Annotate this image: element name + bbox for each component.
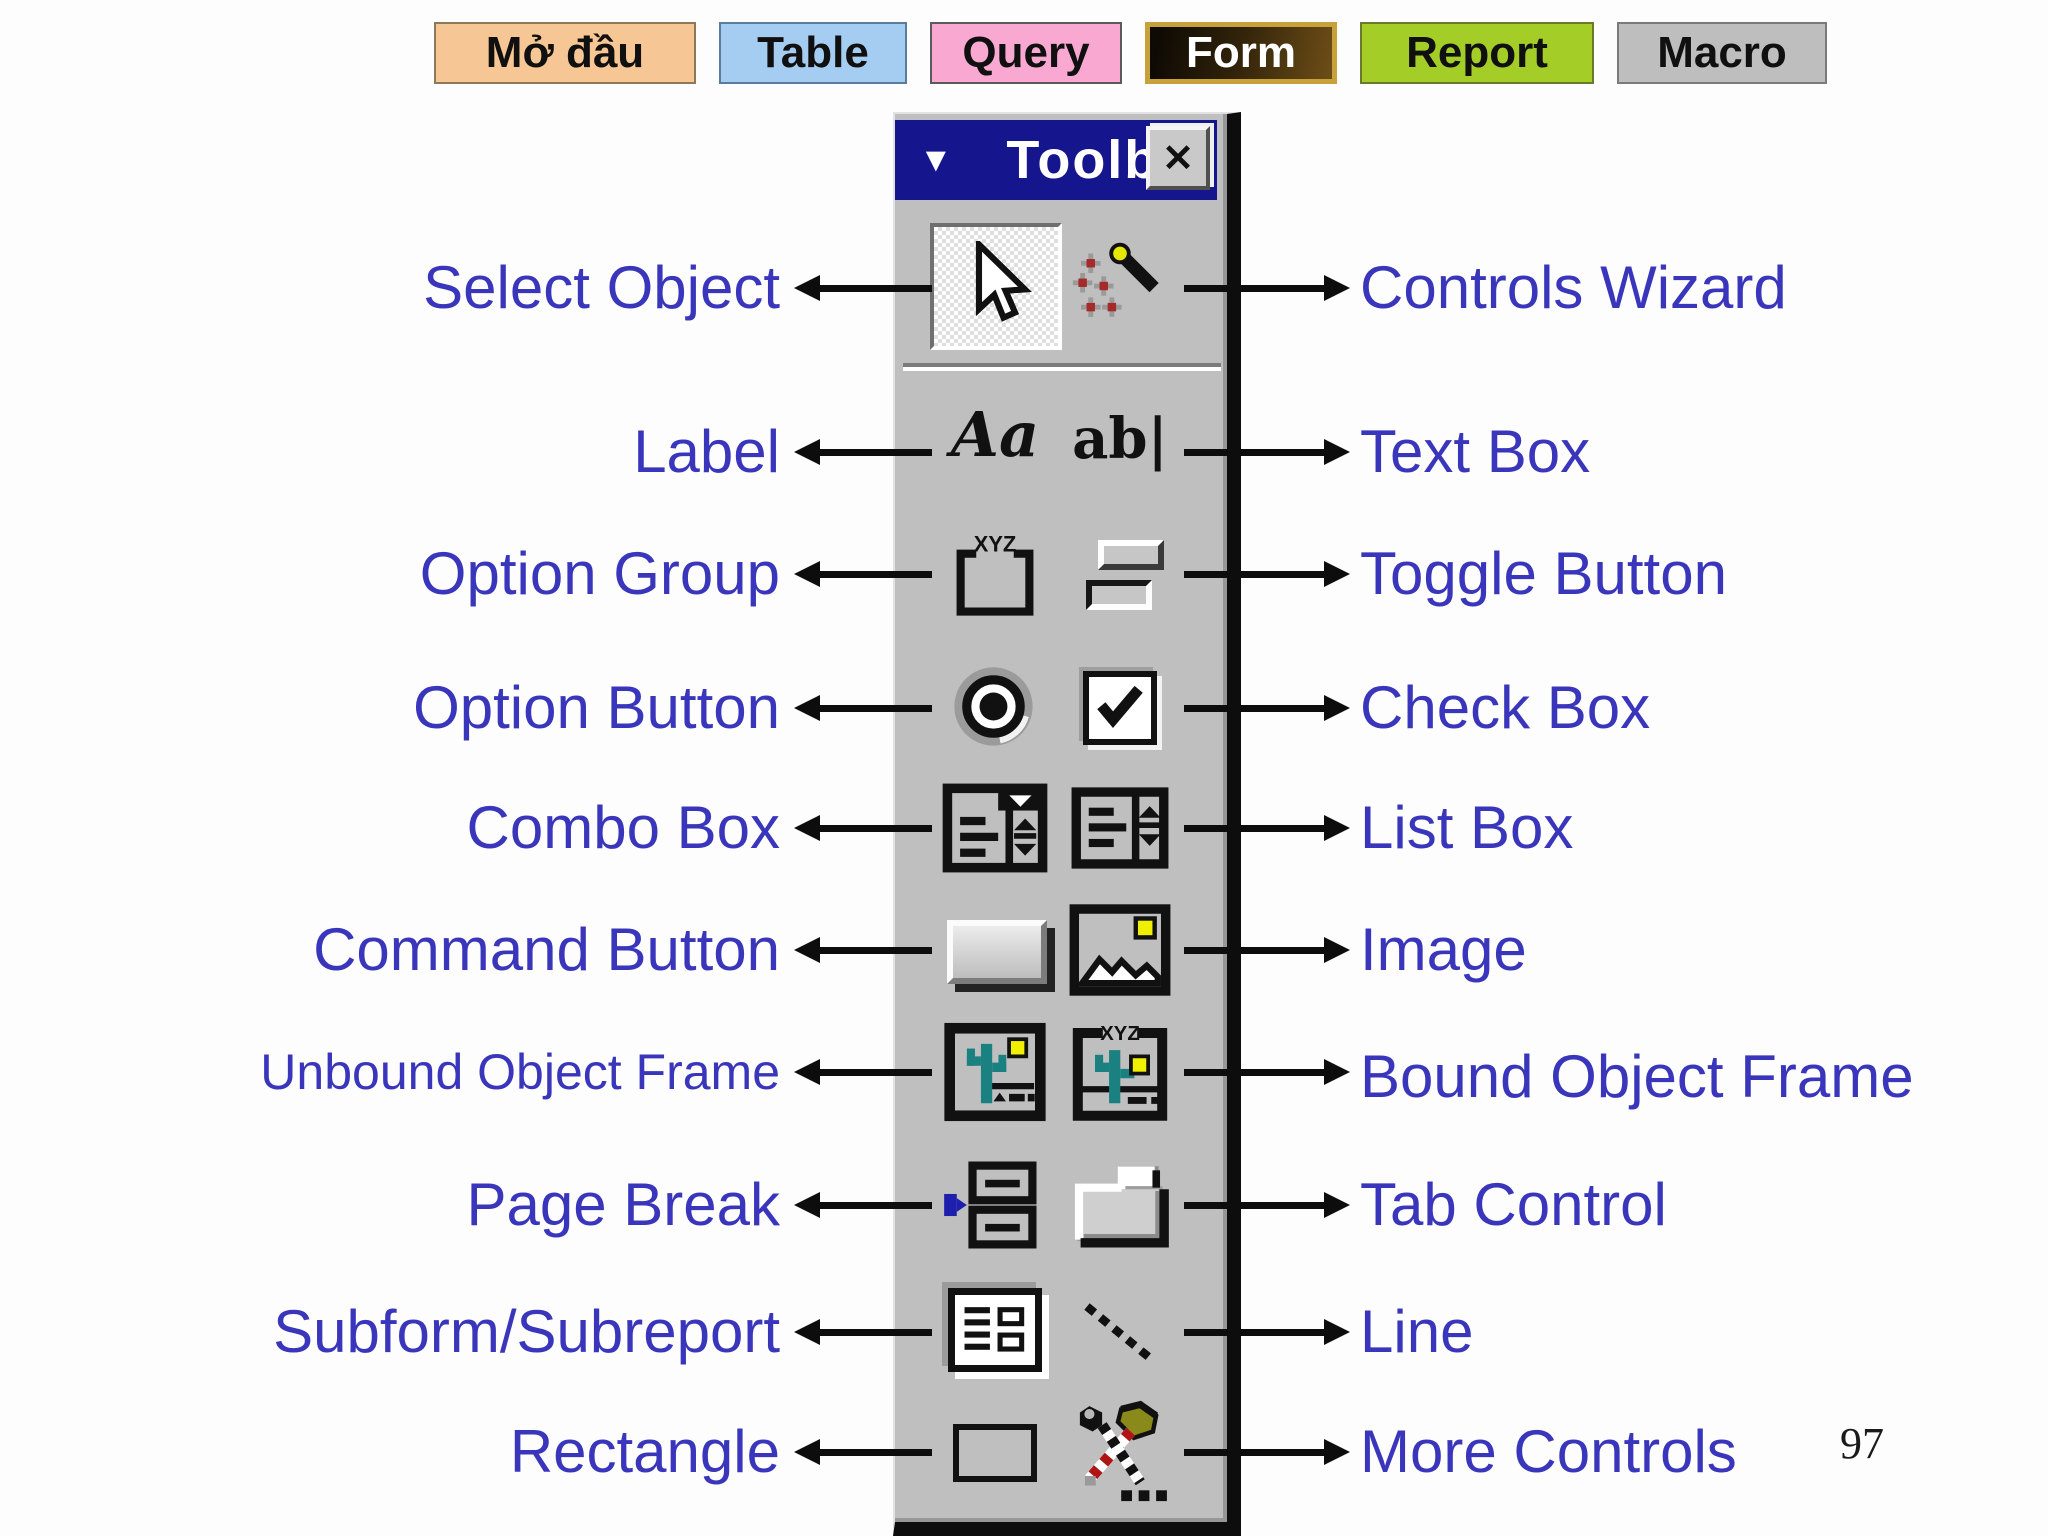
arrow-text-box <box>1184 439 1350 465</box>
arrow-unbound-object-frame <box>794 1059 932 1085</box>
tab-mo-dau[interactable]: Mở đầu <box>434 22 696 84</box>
rectangle-tool-icon[interactable] <box>953 1424 1037 1482</box>
label-check-box: Check Box <box>1360 674 1651 741</box>
arrow-subform-subreport <box>794 1319 932 1345</box>
page-number: 97 <box>1840 1419 1884 1468</box>
arrow-list-box <box>1184 815 1350 841</box>
arrow-tab-control <box>1184 1192 1350 1218</box>
label-command-button: Command Button <box>313 916 780 983</box>
arrow-toggle-button <box>1184 561 1350 587</box>
arrow-check-box <box>1184 695 1350 721</box>
tab-macro[interactable]: Macro <box>1617 22 1827 84</box>
tab-table[interactable]: Table <box>719 22 907 84</box>
arrow-controls-wizard <box>1184 275 1350 301</box>
arrow-page-break <box>794 1192 932 1218</box>
list-box-icon[interactable] <box>1070 785 1170 871</box>
command-button-icon[interactable] <box>947 920 1047 984</box>
option-group-xyz-text: XYZ <box>974 532 1017 557</box>
image-tool-icon[interactable] <box>1068 902 1172 998</box>
toolbox-title: Toolb <box>1006 130 1160 190</box>
page-break-icon[interactable] <box>941 1157 1045 1253</box>
label-combo-box: Combo Box <box>466 794 780 861</box>
tab-query[interactable]: Query <box>930 22 1122 84</box>
toolbox-separator <box>903 363 1221 371</box>
line-tool-icon[interactable] <box>1072 1291 1168 1373</box>
toggle-button-icon[interactable] <box>1086 540 1182 610</box>
arrow-image <box>1184 937 1350 963</box>
select-object-button[interactable] <box>930 223 1062 350</box>
tab-form[interactable]: Form <box>1145 22 1337 84</box>
unbound-object-frame-icon[interactable] <box>943 1022 1047 1122</box>
arrow-rectangle <box>794 1439 932 1465</box>
close-button[interactable]: ✕ <box>1146 126 1210 190</box>
label-image: Image <box>1360 916 1527 983</box>
label-unbound-object-frame: Unbound Object Frame <box>260 1044 780 1100</box>
label-controls-wizard: Controls Wizard <box>1360 254 1787 321</box>
arrow-more-controls <box>1184 1439 1350 1465</box>
arrow-label <box>794 439 932 465</box>
label-bound-object-frame: Bound Object Frame <box>1360 1043 1914 1110</box>
check-box-icon[interactable] <box>1083 671 1157 745</box>
toggle-pressed-state <box>1086 580 1152 610</box>
arrow-combo-box <box>794 815 932 841</box>
label-select-object: Select Object <box>423 254 780 321</box>
label-rectangle: Rectangle <box>509 1418 780 1485</box>
label-subform-subreport: Subform/Subreport <box>273 1298 780 1365</box>
arrow-command-button <box>794 937 932 963</box>
subform-subreport-icon[interactable] <box>948 1288 1042 1372</box>
label-option-group: Option Group <box>419 540 780 607</box>
more-controls-icon[interactable] <box>1064 1396 1172 1502</box>
option-group-icon[interactable]: XYZ <box>945 530 1045 618</box>
label-text-box: Text Box <box>1360 418 1591 485</box>
label-tab-control: Tab Control <box>1360 1171 1667 1238</box>
label-tool-icon[interactable]: Aa <box>950 398 1040 471</box>
option-button-icon[interactable] <box>951 664 1039 752</box>
subform-content <box>964 1307 1025 1352</box>
controls-wizard-icon[interactable] <box>1068 234 1172 338</box>
label-line: Line <box>1360 1298 1474 1365</box>
tab-report[interactable]: Report <box>1360 22 1594 84</box>
cursor-arrow-icon <box>975 240 1032 322</box>
label-list-box: List Box <box>1360 794 1574 861</box>
label-page-break: Page Break <box>466 1171 780 1238</box>
label-option-button: Option Button <box>413 674 780 741</box>
label-label: Label <box>633 418 780 485</box>
dropdown-arrow-icon[interactable]: ▼ <box>919 141 953 179</box>
arrow-option-button <box>794 695 932 721</box>
arrow-option-group <box>794 561 932 587</box>
label-toggle-button: Toggle Button <box>1360 540 1727 607</box>
combo-box-icon[interactable] <box>941 782 1049 874</box>
arrow-select-object <box>794 275 932 301</box>
arrow-bound-object-frame <box>1184 1059 1350 1085</box>
arrow-line <box>1184 1319 1350 1345</box>
label-more-controls: More Controls <box>1360 1418 1737 1485</box>
textbox-tool-icon[interactable]: ab| <box>1072 406 1168 472</box>
check-mark <box>1097 685 1143 729</box>
bound-object-frame-icon[interactable]: XYZ <box>1068 1022 1172 1122</box>
toggle-raised-state <box>1098 540 1164 570</box>
bound-frame-xyz-text: XYZ <box>1100 1023 1139 1045</box>
tab-control-icon[interactable] <box>1068 1159 1172 1251</box>
